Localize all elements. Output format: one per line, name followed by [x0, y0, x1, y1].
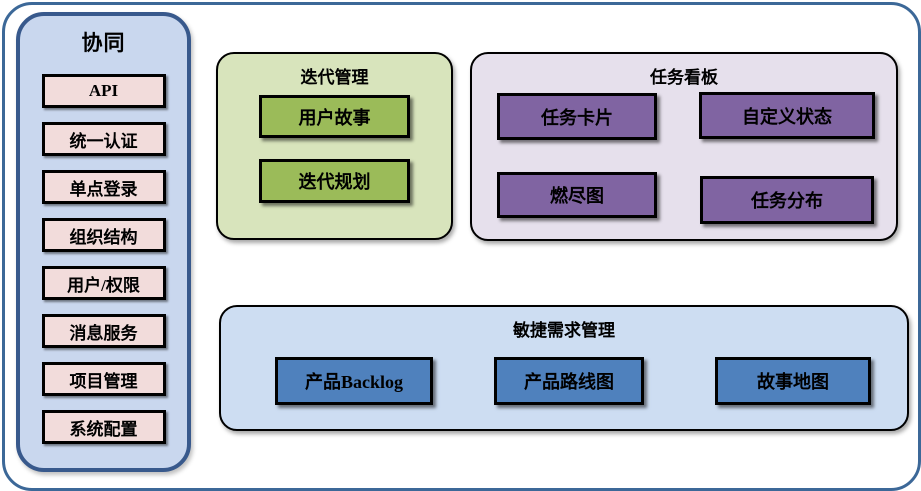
- sidebar-item-system-config: 系统配置: [41, 410, 166, 444]
- node-task-card: 任务卡片: [497, 93, 657, 140]
- task-board-title: 任务看板: [650, 68, 718, 87]
- sidebar-item-unified-auth: 统一认证: [41, 122, 166, 156]
- iteration-management-title: 迭代管理: [300, 68, 369, 87]
- task-board-group: 任务看板 任务卡片 自定义状态 燃尽图 任务分布: [470, 52, 898, 241]
- sidebar-items: API 统一认证 单点登录 组织结构 用户/权限 消息服务 项目管理 系统配置: [41, 74, 166, 444]
- sidebar-item-sso: 单点登录: [41, 170, 166, 204]
- sidebar-item-api: API: [41, 74, 166, 108]
- node-user-story: 用户故事: [259, 95, 410, 138]
- sidebar-item-org-structure: 组织结构: [41, 218, 166, 252]
- iteration-management-group: 迭代管理 用户故事 迭代规划: [216, 52, 453, 240]
- node-burndown-chart: 燃尽图: [497, 172, 657, 218]
- agile-requirements-group: 敏捷需求管理 产品Backlog 产品路线图 故事地图: [219, 305, 909, 431]
- sidebar-title: 协同: [81, 32, 126, 55]
- sidebar-item-message-service: 消息服务: [41, 314, 166, 348]
- sidebar-collaboration-group: 协同 API 统一认证 单点登录 组织结构 用户/权限 消息服务 项目管理 系统…: [16, 12, 191, 472]
- node-custom-status: 自定义状态: [699, 92, 875, 139]
- sidebar-item-project-management: 项目管理: [41, 362, 166, 396]
- node-iteration-planning: 迭代规划: [259, 159, 410, 203]
- node-product-backlog: 产品Backlog: [275, 357, 433, 405]
- node-task-distribution: 任务分布: [700, 176, 874, 224]
- agile-requirements-title: 敏捷需求管理: [513, 321, 615, 340]
- sidebar-item-user-permission: 用户/权限: [41, 266, 166, 300]
- node-story-map: 故事地图: [715, 357, 871, 405]
- node-product-roadmap: 产品路线图: [494, 357, 644, 405]
